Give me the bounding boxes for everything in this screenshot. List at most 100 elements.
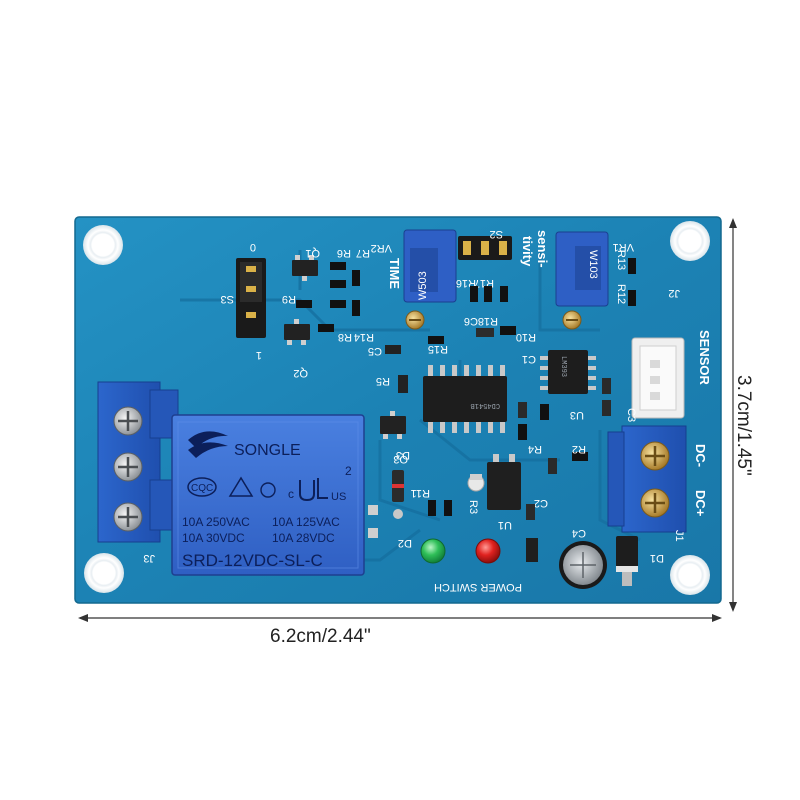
label-j2: J2 — [668, 287, 680, 299]
screw-icon — [113, 502, 143, 532]
ul-logo-icon — [299, 478, 328, 502]
ic-u3: LM393 U3 — [540, 350, 596, 421]
label-u3: U3 — [570, 409, 584, 421]
relay-brand: SONGLE — [234, 442, 301, 459]
label-dc-minus: DC- — [693, 444, 708, 467]
label-r6: R6 — [337, 247, 351, 259]
smd-resistors-right — [628, 258, 636, 306]
svg-text:CQC: CQC — [191, 483, 213, 494]
label-j3: J3 — [143, 552, 155, 564]
trimmer-vr1-marking: W103 — [587, 250, 599, 279]
relay-model: SRD-12VDC-SL-C — [182, 551, 323, 570]
photo-sensor — [467, 474, 485, 492]
relay-cert-us: US — [331, 491, 346, 503]
label-c3: C3 — [625, 408, 637, 422]
relay-songle: SONGLE CQC c US 2 10A 250VAC 10A 125VAC … — [171, 414, 365, 576]
label-r13: R13 — [615, 250, 627, 270]
label-r18: R18 — [478, 315, 498, 327]
led-green — [420, 538, 446, 564]
label-r5: R5 — [376, 375, 390, 387]
label-r4: R4 — [528, 443, 542, 455]
label-sensi: sensi- — [535, 230, 550, 268]
label-c6: C6 — [464, 315, 478, 327]
trimmer-vr2[interactable]: W503 VR2 TIME — [371, 229, 457, 330]
label-c1: C1 — [522, 353, 536, 365]
label-power-switch: POWER SWITCH — [434, 581, 522, 593]
smd-transistor-q2: Q2 — [284, 319, 310, 379]
relay-pin-number: 2 — [345, 464, 352, 478]
smd-resistors-mid — [428, 286, 516, 344]
label-c4: C4 — [572, 527, 586, 539]
label-q1: Q1 — [305, 247, 320, 259]
label-s2: S2 — [490, 228, 503, 240]
smd-transistor-q3: Q3 — [380, 411, 408, 465]
brass-screw-icon — [640, 441, 670, 471]
height-label: 3.7cm/1.45" — [733, 375, 754, 476]
screw-icon — [113, 406, 143, 436]
brass-screw-icon[interactable] — [562, 310, 582, 330]
screw-terminal-j1: DC- DC+ J1 — [607, 425, 708, 542]
label-d3: D3 — [396, 449, 410, 461]
sensor-connector-j2[interactable]: SENSOR — [631, 330, 712, 419]
screw-terminal-j3: J3 — [97, 381, 179, 564]
relay-rating-2b: 10A 28VDC — [272, 531, 335, 545]
relay-pins — [368, 505, 378, 538]
label-vr2: VR2 — [371, 242, 392, 254]
relay-rating-1a: 10A 250VAC — [182, 515, 250, 529]
songle-logo-icon — [188, 431, 228, 458]
cqc-logo-icon: CQC — [187, 477, 217, 497]
jumper-s3[interactable]: 0 S3 1 — [221, 241, 266, 361]
label-u1: U1 — [498, 519, 512, 531]
smd-transistor-q1: Q1 — [292, 247, 320, 281]
label-dc-plus: DC+ — [693, 490, 708, 517]
ic-u1: U1 — [487, 454, 521, 531]
mounting-hole-br — [670, 555, 710, 595]
label-c5: C5 — [368, 345, 382, 357]
label-d1: D1 — [650, 552, 664, 564]
smd-caps-lower — [428, 500, 538, 562]
label-r2: R2 — [572, 443, 586, 455]
width-dimension: 6.2cm/2.44" — [78, 614, 722, 647]
smd-caps-center — [518, 402, 588, 474]
capacitor-c4: C4 — [559, 527, 607, 589]
relay-rating-2a: 10A 30VDC — [182, 531, 245, 545]
smd-caps-right — [602, 378, 611, 416]
mounting-hole-tr — [670, 221, 710, 261]
label-q2: Q2 — [293, 367, 308, 379]
label-r14: R14 — [354, 331, 374, 343]
label-jumper-1: 1 — [256, 349, 262, 361]
label-d2: D2 — [398, 537, 412, 549]
ic-u2-marking: CD4541B — [471, 401, 500, 409]
label-r7: R7 — [356, 247, 370, 259]
relay-cert-c: c — [288, 487, 294, 501]
label-j1: J1 — [673, 530, 685, 542]
height-dimension: 3.7cm/1.45" — [729, 218, 754, 612]
trimmer-vr1[interactable]: W103 VR1 — [555, 231, 634, 330]
brass-screw-icon[interactable] — [405, 310, 425, 330]
certification-mark-icon — [260, 482, 276, 498]
label-r15: R15 — [428, 343, 448, 355]
label-jumper-0: 0 — [250, 241, 256, 253]
warning-triangle-icon — [228, 476, 254, 497]
label-c2: C2 — [534, 497, 548, 509]
mounting-hole-bl — [84, 553, 124, 593]
brass-screw-icon — [640, 488, 670, 518]
screw-icon — [113, 452, 143, 482]
trimmer-vr2-marking: W503 — [417, 271, 429, 300]
led-red — [475, 538, 501, 564]
ic-u2: CD4541B — [423, 365, 507, 433]
label-r9: R9 — [282, 293, 296, 305]
label-r12: R12 — [615, 284, 627, 304]
label-r10: R10 — [516, 331, 536, 343]
mounting-hole-tl — [83, 225, 123, 265]
relay-rating-1b: 10A 125VAC — [272, 515, 340, 529]
diode-d1: D1 — [616, 536, 664, 586]
label-s3: S3 — [221, 293, 234, 305]
smd-resistors-left — [296, 262, 408, 393]
jumper-s2[interactable]: S2 — [458, 228, 512, 260]
width-label: 6.2cm/2.44" — [270, 626, 371, 647]
label-r11: R11 — [411, 487, 430, 499]
label-vr1: VR1 — [613, 241, 634, 253]
label-q3: Q3 — [393, 453, 408, 465]
